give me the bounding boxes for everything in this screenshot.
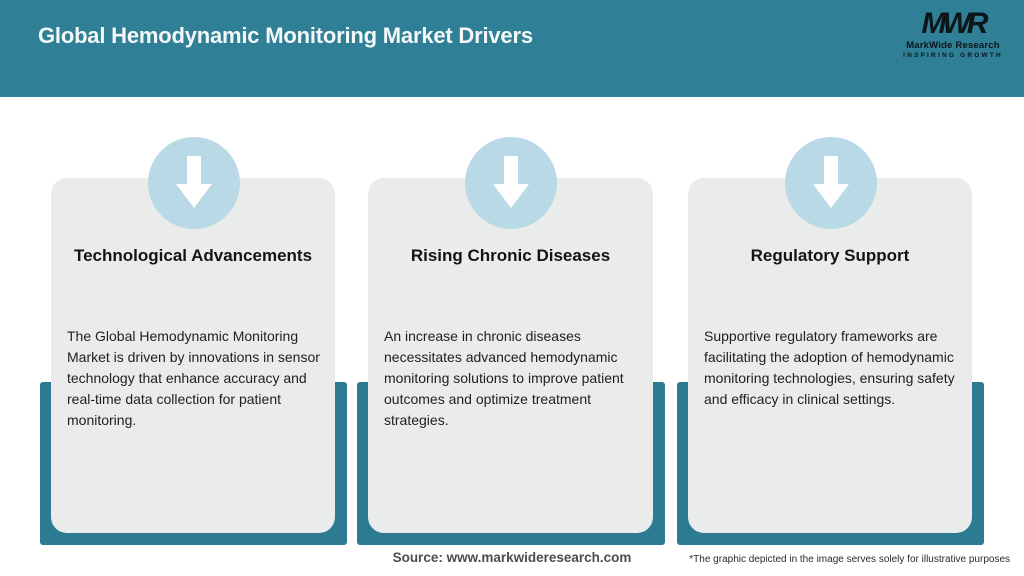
card-body: An increase in chronic diseases necessit…: [384, 328, 624, 428]
logo-monogram: MWR: [921, 7, 989, 40]
card-title: Technological Advancements: [73, 246, 313, 265]
arrow-down-icon: [465, 137, 557, 229]
logo-name: MarkWide Research: [906, 40, 1000, 51]
markwide-research-logo: MWR MarkWide Research INSPIRING GROWTH: [898, 7, 1008, 60]
card: Regulatory Support Supportive regulatory…: [688, 178, 972, 533]
logo-tagline: INSPIRING GROWTH: [903, 52, 1003, 59]
source-text: Source: www.markwideresearch.com: [392, 550, 632, 565]
card: Rising Chronic Diseases An increase in c…: [368, 178, 653, 533]
driver-card-regulatory-support: Regulatory Support Supportive regulatory…: [677, 137, 984, 545]
arrow-down-icon: [784, 137, 877, 229]
driver-card-rising-chronic-diseases: Rising Chronic Diseases An increase in c…: [357, 137, 665, 545]
arrow-down-icon: [147, 137, 240, 229]
card-title: Regulatory Support: [750, 246, 910, 265]
card-title: Rising Chronic Diseases: [410, 246, 611, 265]
page-title: Global Hemodynamic Monitoring Market Dri…: [38, 23, 533, 48]
driver-card-technological-advancements: Technological Advancements The Global He…: [40, 137, 347, 545]
disclaimer-text: *The graphic depicted in the image serve…: [689, 554, 1010, 565]
card-body: The Global Hemodynamic Monitoring Market…: [67, 328, 320, 428]
card: Technological Advancements The Global He…: [51, 178, 335, 533]
header-bar: Global Hemodynamic Monitoring Market Dri…: [0, 0, 1024, 97]
card-body: Supportive regulatory frameworks are fac…: [704, 328, 955, 407]
